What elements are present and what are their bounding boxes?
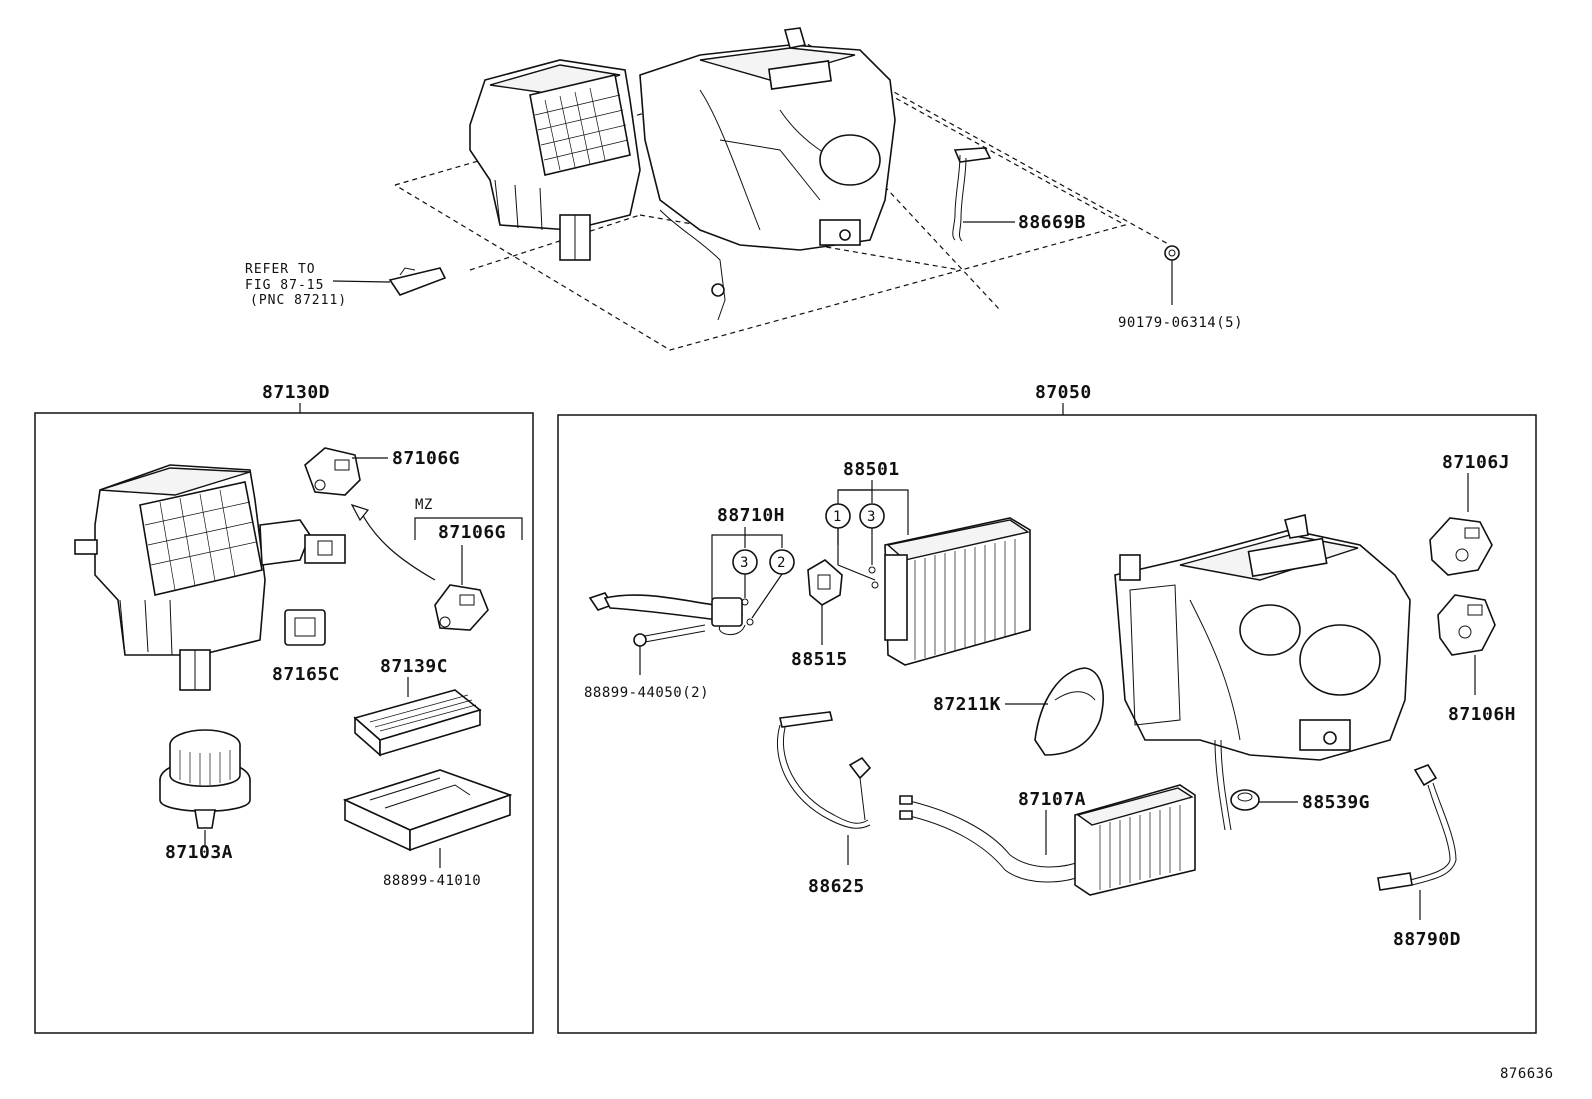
label-87106G-mz: 87106G [438,522,506,543]
label-88790D: 88790D [1393,929,1461,950]
filter-cover-88899-41010 [342,769,513,852]
left-assembly-87130D: 87130D [34,382,534,1034]
servo-87106J [1429,517,1493,576]
label-88515: 88515 [791,649,848,670]
thermistor-88515 [807,559,843,606]
right-assembly-frame [557,414,1537,1034]
filter-87139C [353,689,482,757]
ring-marker-3a: 3 [732,549,758,575]
label-87106H: 87106H [1448,704,1516,725]
label-88899-41010: 88899-41010 [383,873,481,889]
servo-87106G-mz [434,584,489,631]
ring-marker-1: 1 [825,503,851,529]
diagram-id: 876636 [1500,1066,1554,1082]
label-88539G: 88539G [1302,792,1370,813]
label-88625: 88625 [808,876,865,897]
refer-note-line1: REFER TO [245,262,316,277]
label-88710H: 88710H [717,505,785,526]
left-assembly-frame [34,412,534,1034]
sensor-wire-88790D [1377,764,1457,891]
blower-case-connector [304,534,346,564]
grommet-88539G [1230,789,1260,811]
hose-88669B [952,147,992,242]
blower-case [74,464,311,691]
heater-core-87107A [899,784,1196,896]
right-assembly-87050: 87050 88501 1 3 [557,382,1537,1034]
bolt-88899-44050 [633,624,706,647]
label-mz-variant: MZ [415,497,433,513]
wire-harness-88625 [776,711,872,829]
right-assembly-title: 87050 [1035,382,1092,403]
label-87165C: 87165C [272,664,340,685]
left-assembly-title: 87130D [262,382,330,403]
ring-marker-3b: 3 [859,503,885,529]
expansion-valve-88710H [588,592,746,635]
refer-note-line3: (PNC 87211) [250,293,347,308]
label-87103A: 87103A [165,842,233,863]
top-exploded-view: REFER TO FIG 87-15 (PNC 87211) 88669B 90… [245,27,1243,351]
resistor-87165C [284,609,326,646]
servo-87106G-upper [304,447,361,496]
blower-motor-87103A [159,729,251,829]
variant-arrow [359,509,436,581]
clip-90179 [1164,245,1180,261]
heater-unit-top [639,27,896,321]
label-88669B: 88669B [1018,212,1086,233]
servo-87106H [1437,594,1496,656]
label-87139C: 87139C [380,656,448,677]
label-87106G-upper: 87106G [392,448,460,469]
label-88899-44050: 88899-44050(2) [584,685,709,701]
refer-note-line2: FIG 87-15 [245,278,324,293]
label-87106J: 87106J [1442,452,1510,473]
reference-duct-part [388,267,447,296]
svg-text:1: 1 [833,509,841,525]
label-87211K: 87211K [933,694,1001,715]
duct-87211K [1034,667,1104,756]
heater-unit-87050 [1114,514,1411,831]
svg-text:3: 3 [740,555,748,571]
svg-text:3: 3 [867,509,875,525]
evaporator-88501 [884,517,1031,666]
label-87107A: 87107A [1018,789,1086,810]
blower-case-top [469,59,641,261]
label-90179-06314: 90179-06314(5) [1118,315,1243,331]
label-88501: 88501 [843,459,900,480]
ring-marker-2: 2 [769,549,795,575]
svg-text:2: 2 [777,555,785,571]
